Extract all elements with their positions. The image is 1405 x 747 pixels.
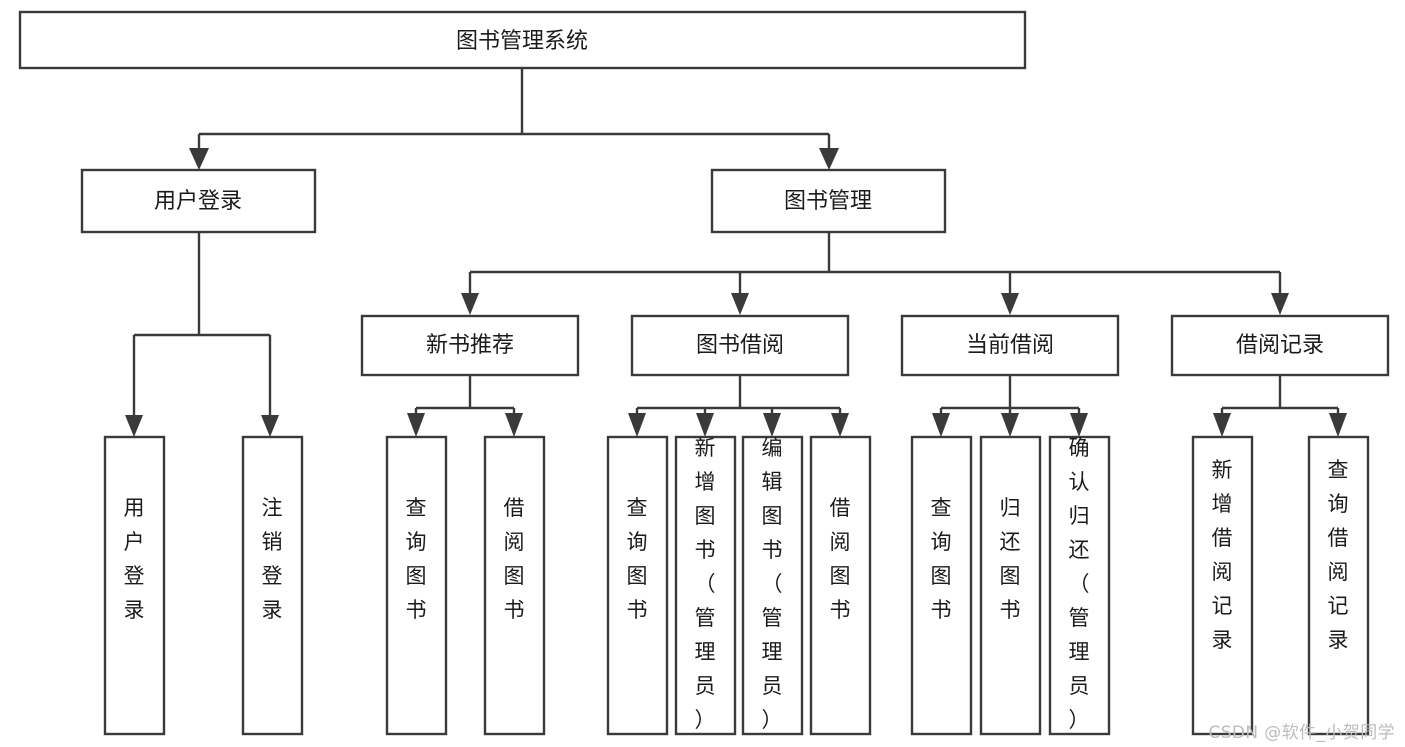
node-record-label: 借阅记录: [1236, 333, 1324, 358]
leaf-box[interactable]: [979, 435, 1042, 736]
arrow-head-icon-leaf2: [261, 415, 279, 437]
arrow-head-icon-leaf10: [1001, 413, 1019, 437]
arrow-head-icon-bookmgmt: [819, 148, 839, 170]
leaf-label: 查询图书: [931, 496, 952, 622]
arrow-head-icon-leaf6: [696, 413, 714, 437]
leaf-node[interactable]: 借阅图书: [809, 435, 872, 736]
leaf-box[interactable]: [1191, 435, 1254, 736]
leaf-box[interactable]: [674, 435, 737, 736]
leaf-box[interactable]: [809, 435, 872, 736]
leaf-node[interactable]: 用户登录: [103, 435, 166, 736]
arrow-head-icon-login: [189, 148, 209, 170]
leaf-node[interactable]: 新增图书（管理员）: [674, 435, 737, 736]
node-borrow-box[interactable]: [630, 314, 850, 377]
leaf-label: 查询图书: [406, 496, 427, 622]
arrow-head-icon-record: [1271, 293, 1289, 315]
leaf-label: 注销登录: [262, 496, 283, 622]
leaf-label: 确认归还（管理员）: [1069, 436, 1090, 732]
leaf-label: 用户登录: [124, 496, 145, 622]
arrow-head-icon-newbook: [461, 293, 479, 315]
arrow-head-icon-leaf12: [1213, 413, 1231, 437]
node-login-label: 用户登录: [154, 189, 242, 214]
node-bookmgmt-label: 图书管理: [784, 189, 872, 214]
node-root-box[interactable]: [18, 10, 1027, 70]
connector-group-bookmgmt: [461, 232, 1289, 315]
arrow-head-icon-leaf13: [1329, 413, 1347, 437]
connector-group-login: [125, 232, 279, 437]
leaf-label: 归还图书: [1000, 496, 1021, 622]
node-current-label: 当前借阅: [966, 333, 1054, 358]
leaf-box[interactable]: [385, 435, 448, 736]
arrow-head-icon-current: [1001, 293, 1019, 315]
node-login-box[interactable]: [80, 168, 317, 234]
node-login[interactable]: 用户登录: [80, 168, 317, 234]
leaf-node[interactable]: 查询图书: [385, 435, 448, 736]
arrow-head-icon-leaf9: [932, 413, 950, 437]
arrow-head-icon-leaf7: [763, 413, 781, 437]
arrow-head-icon-leaf8: [831, 413, 849, 437]
node-bookmgmt-box[interactable]: [710, 168, 947, 234]
node-borrow-label: 图书借阅: [696, 333, 784, 358]
connector-group-newbook: [407, 375, 523, 437]
leaf-node[interactable]: 新增借阅记录: [1191, 435, 1254, 736]
leaf-box[interactable]: [241, 435, 304, 736]
leaf-label: 查询借阅记录: [1328, 458, 1349, 652]
leaf-box[interactable]: [741, 435, 804, 736]
node-current[interactable]: 当前借阅: [900, 314, 1120, 377]
node-borrow[interactable]: 图书借阅: [630, 314, 850, 377]
leaf-box[interactable]: [1307, 435, 1370, 736]
connector-group-root: [189, 68, 839, 170]
leaf-node[interactable]: 注销登录: [241, 435, 304, 736]
connector-group-record: [1213, 375, 1347, 437]
leaf-node[interactable]: 归还图书: [979, 435, 1042, 736]
leaf-node[interactable]: 编辑图书（管理员）: [741, 435, 804, 736]
node-newbook[interactable]: 新书推荐: [360, 314, 580, 377]
leaf-label: 查询图书: [627, 496, 648, 622]
node-root[interactable]: 图书管理系统: [18, 10, 1027, 70]
leaf-label: 借阅图书: [830, 496, 851, 622]
leaf-label: 编辑图书（管理员）: [762, 436, 783, 732]
node-newbook-box[interactable]: [360, 314, 580, 377]
leaf-box[interactable]: [103, 435, 166, 736]
arrow-head-icon-borrow: [731, 293, 749, 315]
node-current-box[interactable]: [900, 314, 1120, 377]
leaf-node[interactable]: 借阅图书: [483, 435, 546, 736]
arrow-head-icon-leaf3: [407, 413, 425, 437]
arrow-head-icon-leaf1: [125, 415, 143, 437]
arrow-head-icon-leaf5: [628, 413, 646, 437]
node-newbook-label: 新书推荐: [426, 333, 514, 358]
node-bookmgmt[interactable]: 图书管理: [710, 168, 947, 234]
connector-group-current: [932, 375, 1088, 437]
arrow-head-icon-leaf11: [1070, 413, 1088, 437]
connector-group-borrow: [628, 375, 849, 437]
leaf-node[interactable]: 查询图书: [606, 435, 669, 736]
leaf-box[interactable]: [1048, 435, 1111, 736]
leaf-box[interactable]: [483, 435, 546, 736]
leaf-node[interactable]: 查询图书: [910, 435, 973, 736]
leaf-label: 新增借阅记录: [1212, 458, 1233, 652]
node-record[interactable]: 借阅记录: [1170, 314, 1390, 377]
leaf-label: 新增图书（管理员）: [695, 436, 716, 732]
node-record-box[interactable]: [1170, 314, 1390, 377]
leaf-box[interactable]: [606, 435, 669, 736]
leaf-node[interactable]: 确认归还（管理员）: [1048, 435, 1111, 736]
leaf-label: 借阅图书: [504, 496, 525, 622]
leaf-box[interactable]: [910, 435, 973, 736]
node-root-label: 图书管理系统: [456, 29, 588, 54]
leaf-node[interactable]: 查询借阅记录: [1307, 435, 1370, 736]
arrow-head-icon-leaf4: [505, 413, 523, 437]
